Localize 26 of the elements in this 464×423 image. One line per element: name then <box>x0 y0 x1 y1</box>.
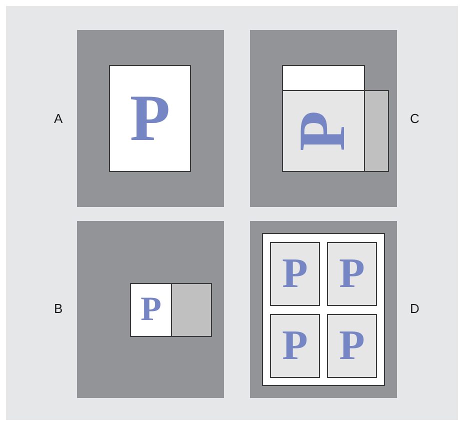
page-sheet <box>270 314 320 378</box>
page-sheet <box>109 65 191 172</box>
shaded-box <box>171 283 212 337</box>
panel-label: A <box>54 112 63 125</box>
page-sheet <box>130 283 172 337</box>
panel-background <box>250 221 397 398</box>
panel-background <box>77 221 224 398</box>
shaded-box <box>364 90 389 172</box>
letter: P <box>130 86 170 152</box>
blank-sheet <box>262 233 385 386</box>
panel-label: D <box>410 302 420 315</box>
page-sheet <box>282 90 365 172</box>
letter: P <box>339 253 365 295</box>
panel-background <box>250 30 397 207</box>
panel-label: C <box>410 112 420 125</box>
panel-background <box>77 30 224 207</box>
panel-label: B <box>54 302 63 315</box>
letter: P <box>339 325 365 367</box>
page-sheet <box>270 242 320 306</box>
page-sheet <box>327 242 377 306</box>
letter: P <box>282 325 308 367</box>
letter: P <box>140 293 162 327</box>
page-sheet <box>327 314 377 378</box>
rotated-letter: P <box>290 110 356 152</box>
blank-sheet <box>282 65 365 91</box>
letter: P <box>282 253 308 295</box>
